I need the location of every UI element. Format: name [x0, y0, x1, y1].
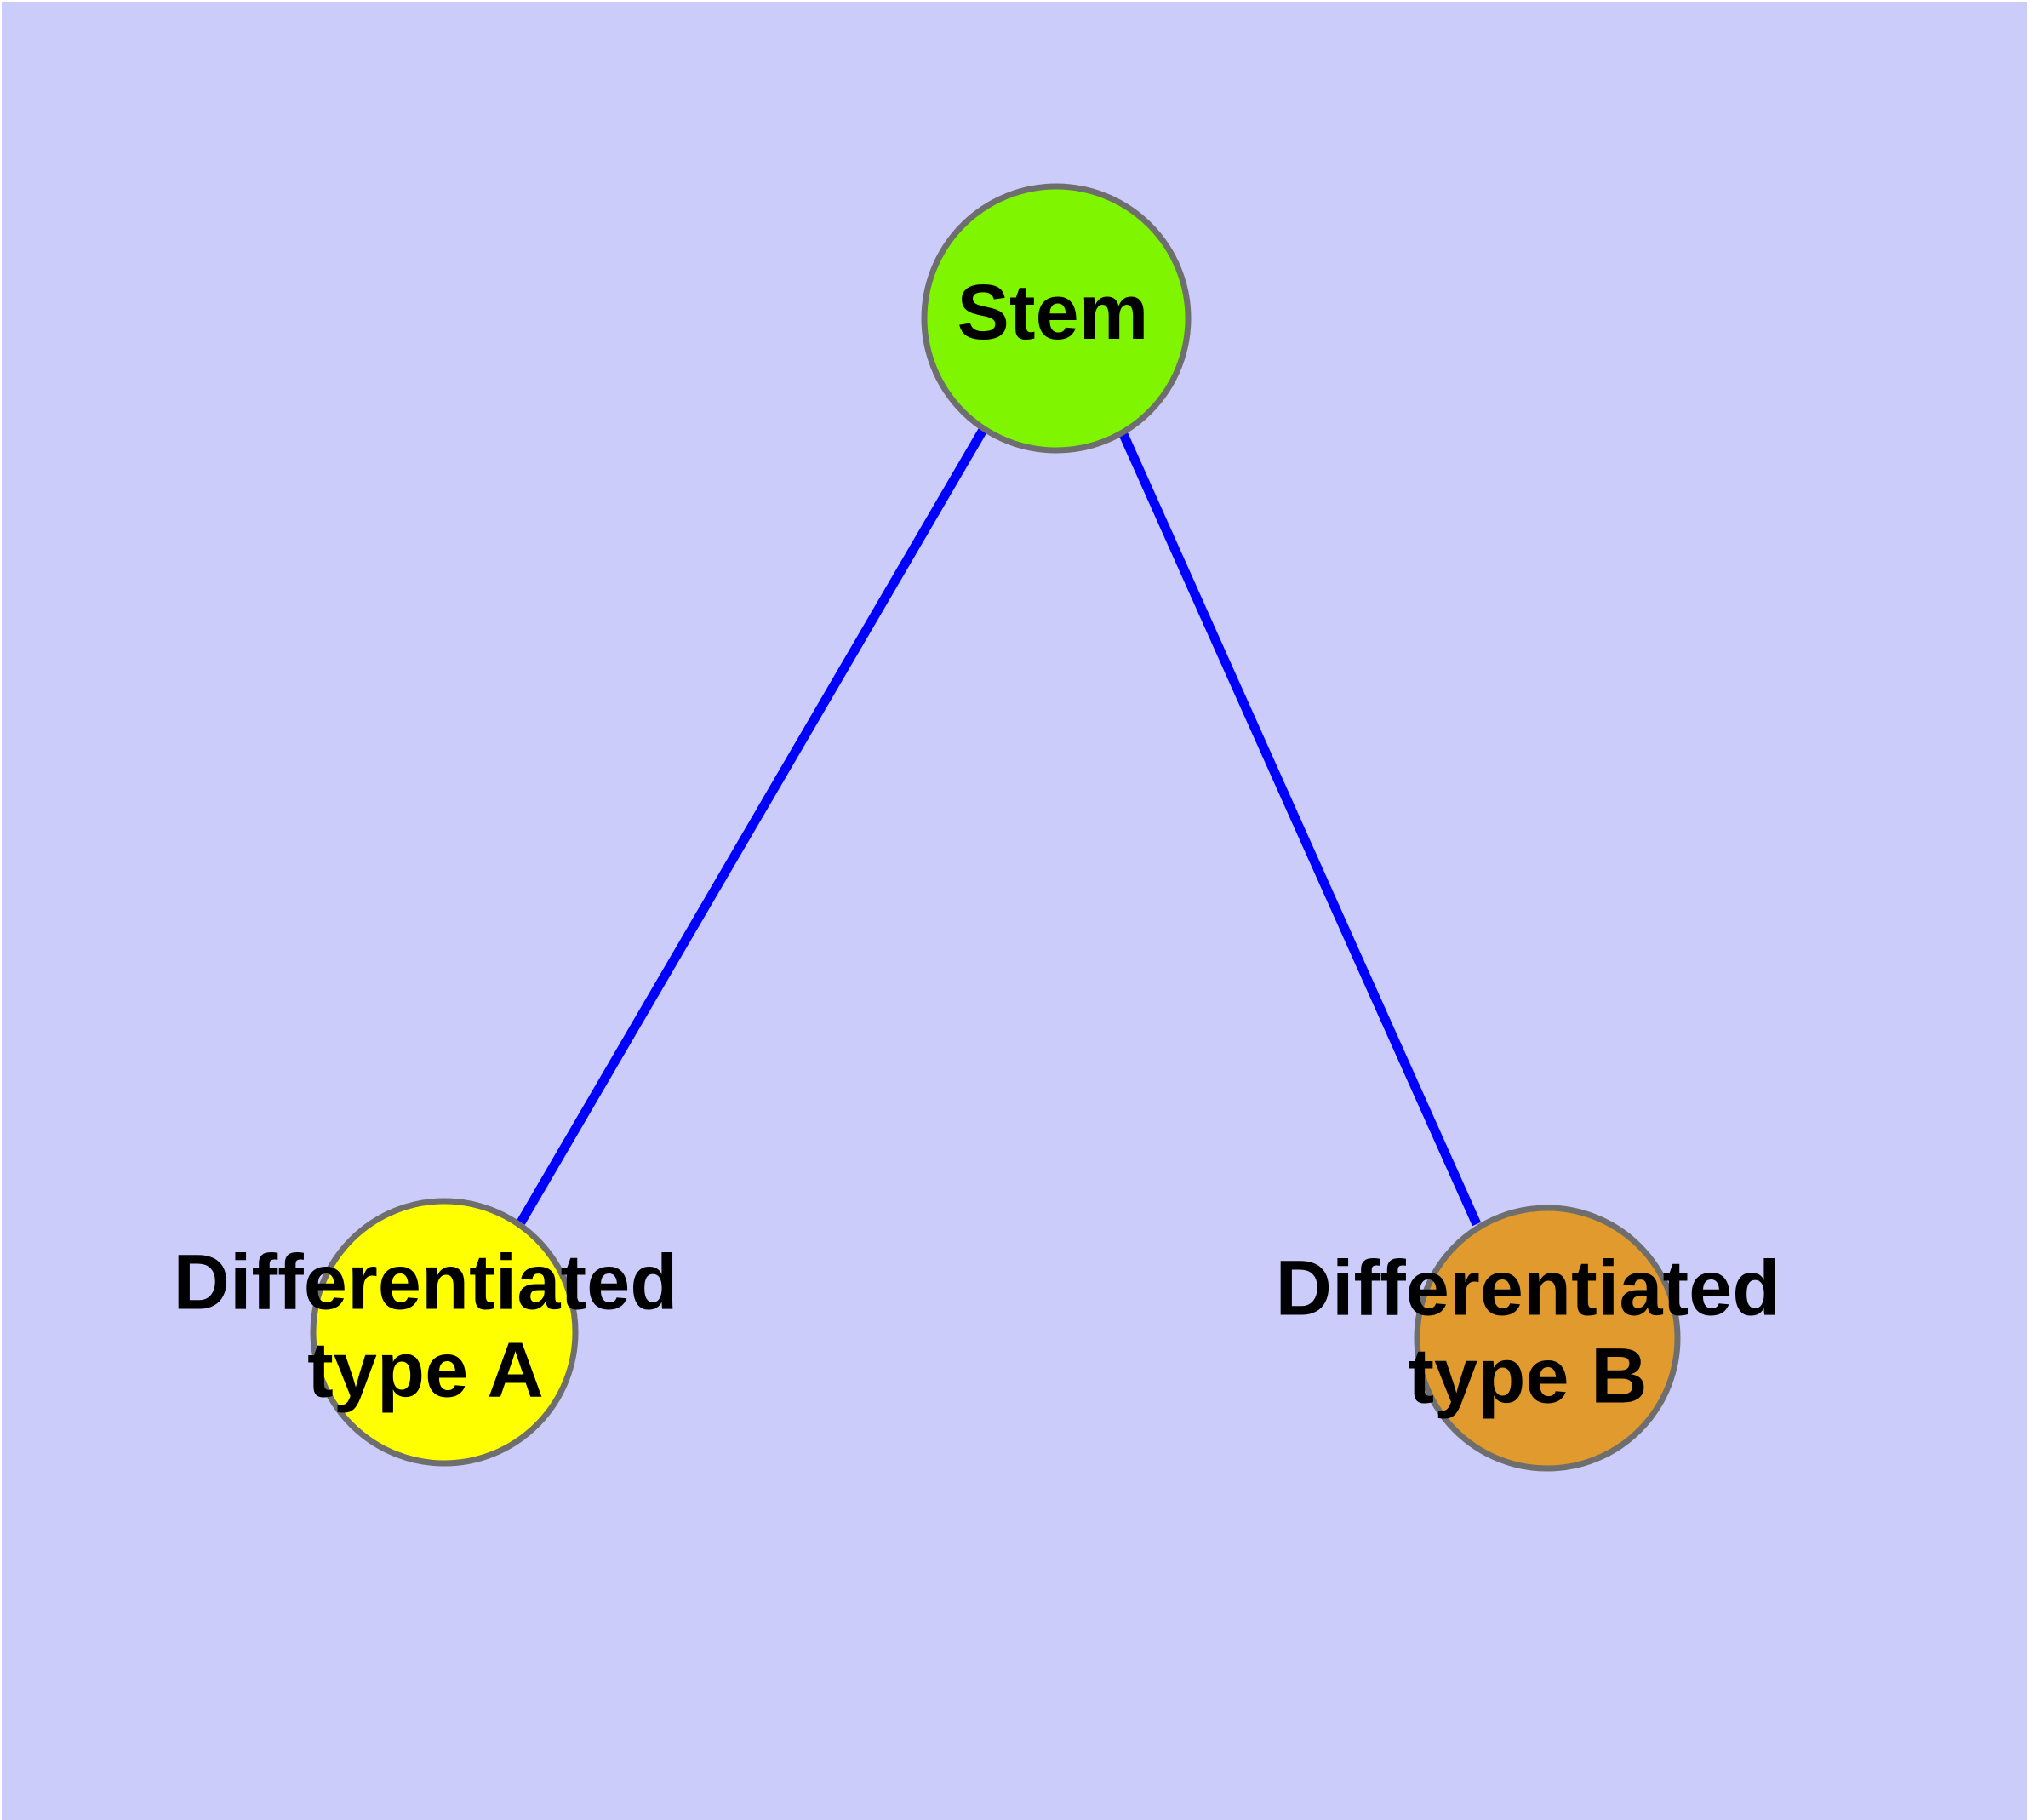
- nodes-layer: [310, 183, 1681, 1472]
- edge-stem-to-differentiated-type-b[interactable]: [1117, 430, 1482, 1227]
- edge-stem-to-differentiated-type-a[interactable]: [517, 427, 987, 1225]
- node-differentiated-type-a-circle[interactable]: [310, 1198, 579, 1467]
- node-differentiated-type-b-circle[interactable]: [1414, 1205, 1681, 1472]
- node-stem-circle[interactable]: [921, 183, 1192, 454]
- node-stem-label: Stem: [957, 269, 1149, 356]
- edges-layer: [517, 427, 1482, 1227]
